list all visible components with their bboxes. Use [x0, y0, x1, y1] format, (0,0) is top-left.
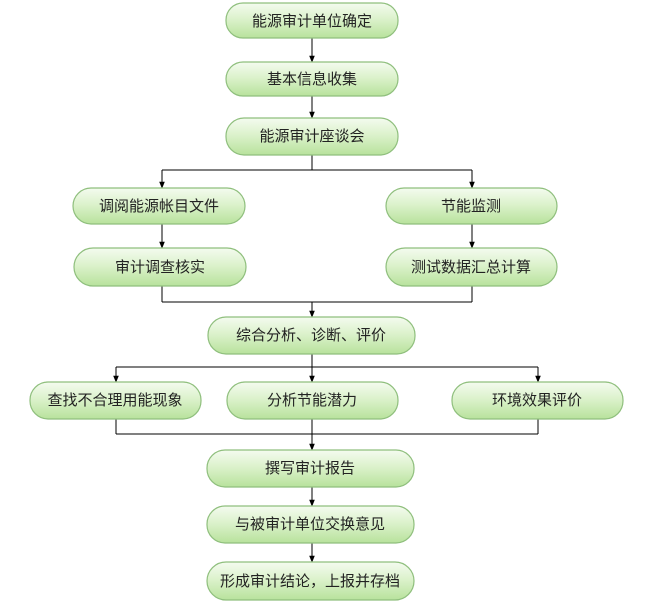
step-label: 基本信息收集	[267, 70, 357, 88]
step-energy-monitoring: 节能监测	[385, 187, 558, 225]
step-label: 能源审计座谈会	[259, 127, 364, 145]
step-label: 综合分析、诊断、评价	[236, 326, 386, 344]
step-label: 节能监测	[441, 197, 501, 215]
step-environment-eval: 环境效果评价	[451, 381, 624, 420]
step-saving-potential: 分析节能潜力	[226, 381, 399, 420]
step-test-data: 测试数据汇总计算	[385, 247, 558, 287]
step-review-accounts: 调阅能源帐目文件	[72, 187, 246, 225]
step-forum: 能源审计座谈会	[225, 117, 399, 156]
step-verify: 审计调查核实	[73, 247, 247, 287]
step-analysis: 综合分析、诊断、评价	[207, 316, 416, 355]
step-write-report: 撰写审计报告	[206, 449, 415, 488]
step-label: 环境效果评价	[492, 391, 582, 409]
step-label: 调阅能源帐目文件	[99, 197, 219, 215]
step-label: 形成审计结论，上报并存档	[220, 572, 400, 590]
step-conclusion: 形成审计结论，上报并存档	[206, 561, 415, 601]
step-exchange-opinions: 与被审计单位交换意见	[206, 505, 415, 544]
step-label: 分析节能潜力	[267, 391, 357, 409]
step-label: 能源审计单位确定	[252, 12, 372, 30]
step-label: 查找不合理用能现象	[47, 391, 182, 409]
step-find-unreasonable: 查找不合理用能现象	[29, 381, 202, 420]
step-label: 与被审计单位交换意见	[235, 515, 385, 533]
step-collect-info: 基本信息收集	[225, 61, 399, 97]
step-label: 审计调查核实	[115, 258, 205, 276]
connectors	[113, 38, 541, 563]
step-determine-unit: 能源审计单位确定	[225, 2, 399, 39]
step-label: 测试数据汇总计算	[411, 258, 531, 276]
step-label: 撰写审计报告	[265, 459, 355, 477]
